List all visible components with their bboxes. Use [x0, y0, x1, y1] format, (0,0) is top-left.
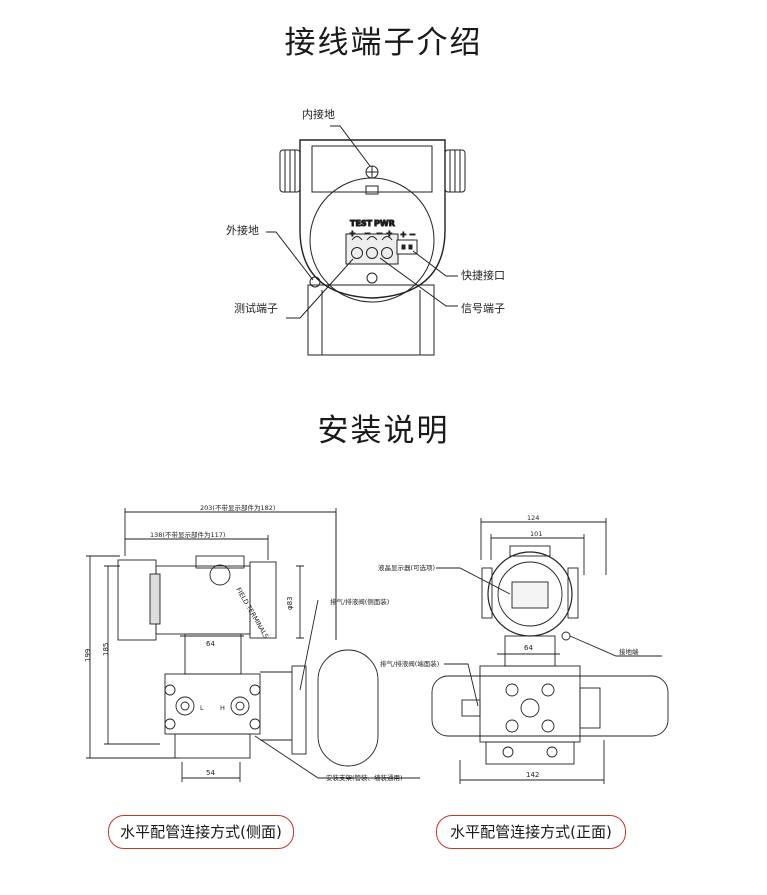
housing-outer: [299, 139, 446, 299]
label-h: H: [220, 704, 225, 712]
front-ground-screw: [561, 631, 571, 641]
dim-bottom-side: 54: [206, 769, 215, 777]
leader-bracket: [254, 735, 420, 779]
dim-flange-front: 64: [524, 644, 533, 652]
label-vent-end: 排气/排液阀(端面装): [380, 659, 439, 668]
leader-vent-end: [444, 663, 479, 707]
polarity-minus-1: −: [364, 229, 371, 238]
dim-bottom-front: 142: [526, 771, 539, 779]
front-sensor-port: [520, 698, 540, 718]
label-quick-connector: 快捷接口: [461, 268, 505, 282]
front-sensor: [479, 665, 581, 743]
dim-line-inner-height: [104, 565, 160, 745]
dim-line-outer-height: [86, 555, 180, 759]
leader-quick-connector: [412, 250, 458, 277]
label-lcd: 液晶显示器(可选项): [378, 563, 435, 572]
dim-height-inner: 185: [102, 643, 110, 656]
dim-phi: φ83: [286, 596, 294, 610]
leader-signal-terminal: [379, 257, 458, 307]
polarity-minus-2: −: [376, 229, 383, 238]
wiring-diagram: TEST PWR + − − + + − 内接地 外接地 测试端子 快捷接口 信…: [226, 107, 505, 356]
leader-outer-ground: [266, 231, 314, 281]
label-outer-ground: 外接地: [226, 224, 259, 237]
front-bracket: [579, 687, 601, 729]
terminal-block: [345, 233, 399, 265]
front-vent-left: [461, 699, 481, 717]
caption-side-view: 水平配管连接方式(侧面): [108, 815, 294, 849]
polarity-plus-2: +: [386, 229, 393, 238]
side-housing-body: [155, 565, 251, 635]
label-inner-ground: 内接地: [302, 107, 335, 121]
caption-front-view: 水平配管连接方式(正面): [436, 815, 626, 849]
label-field-terminals: FIELD TERMINALS: [234, 586, 270, 640]
side-port-h: [230, 696, 250, 716]
side-port-l: [175, 696, 195, 716]
dim-line-bottom: [181, 762, 241, 782]
test-label: TEST: [350, 219, 373, 228]
terminal-screw: [366, 247, 378, 259]
side-flange-body: [164, 673, 261, 735]
terminal-screw: [381, 247, 393, 259]
side-bolts: [149, 573, 161, 625]
polarity-plus-1: +: [349, 229, 356, 238]
front-base: [485, 741, 575, 765]
dim-flange-side: 64: [206, 640, 215, 648]
ground-symbol: [365, 185, 379, 195]
dim-line-top-outer: [480, 518, 607, 575]
leader-inner-ground: [330, 125, 371, 167]
wiring-section-title: 接线端子介绍: [284, 25, 483, 61]
housing-neck: [307, 284, 435, 356]
install-section-title: 安装说明: [317, 413, 450, 449]
bottom-screw: [366, 272, 378, 284]
label-test-terminal: 测试端子: [234, 302, 278, 315]
front-gland-right: [567, 567, 579, 619]
side-housing-top: [195, 555, 245, 569]
side-gland: [209, 564, 231, 586]
terminal-screw: [351, 247, 363, 259]
polarity-minus-3: −: [409, 230, 416, 239]
dim-line-phi: [296, 565, 304, 639]
side-base: [174, 733, 251, 759]
front-pipe: [431, 675, 669, 737]
side-bracket: [291, 665, 307, 755]
leader-lcd: [436, 567, 511, 595]
front-window: [497, 561, 563, 627]
dim-total: 203(不带显示部件为182): [200, 503, 275, 512]
dim-top-inner: 101: [530, 530, 542, 538]
side-view-drawing: 203(不带显示部件为182) 138(不带显示部件为117) φ83 199 …: [84, 503, 420, 782]
side-housing-rear: [249, 561, 277, 639]
label-vent-side: 排气/排液阀(侧面装): [330, 597, 389, 606]
dim-partial: 138(不带显示部件为117): [150, 530, 225, 539]
side-pipe: [317, 649, 379, 767]
leader-ground: [569, 635, 662, 657]
leader-test-terminal: [286, 258, 354, 319]
front-lcd: [511, 581, 549, 609]
quick-connector-socket: [396, 239, 418, 255]
leader-vent-side: [299, 512, 337, 691]
front-view-drawing: 124 101 64 142 液晶显示器(可选项) 排气/排液阀(端面装) 接地…: [378, 514, 669, 784]
dim-line-top-inner: [490, 534, 585, 575]
terminal-loops: [351, 236, 393, 241]
dim-line-partial: [125, 535, 269, 560]
polarity-plus-3: +: [400, 230, 407, 239]
dim-line-bottom-front: [459, 740, 605, 784]
pwr-label: PWR: [374, 219, 395, 228]
label-signal-terminal: 信号端子: [461, 302, 505, 315]
label-bracket: 安装支架(管装、墙装通用): [326, 773, 403, 782]
outer-ground-screw: [309, 276, 321, 288]
label-l: L: [200, 704, 204, 712]
front-gland-left: [481, 567, 493, 619]
dim-top-outer: 124: [527, 514, 539, 522]
dim-height-outer: 199: [84, 649, 92, 662]
front-top-cap: [509, 545, 551, 557]
label-ground: 接地端: [619, 647, 639, 656]
top-compartment: [311, 145, 433, 193]
